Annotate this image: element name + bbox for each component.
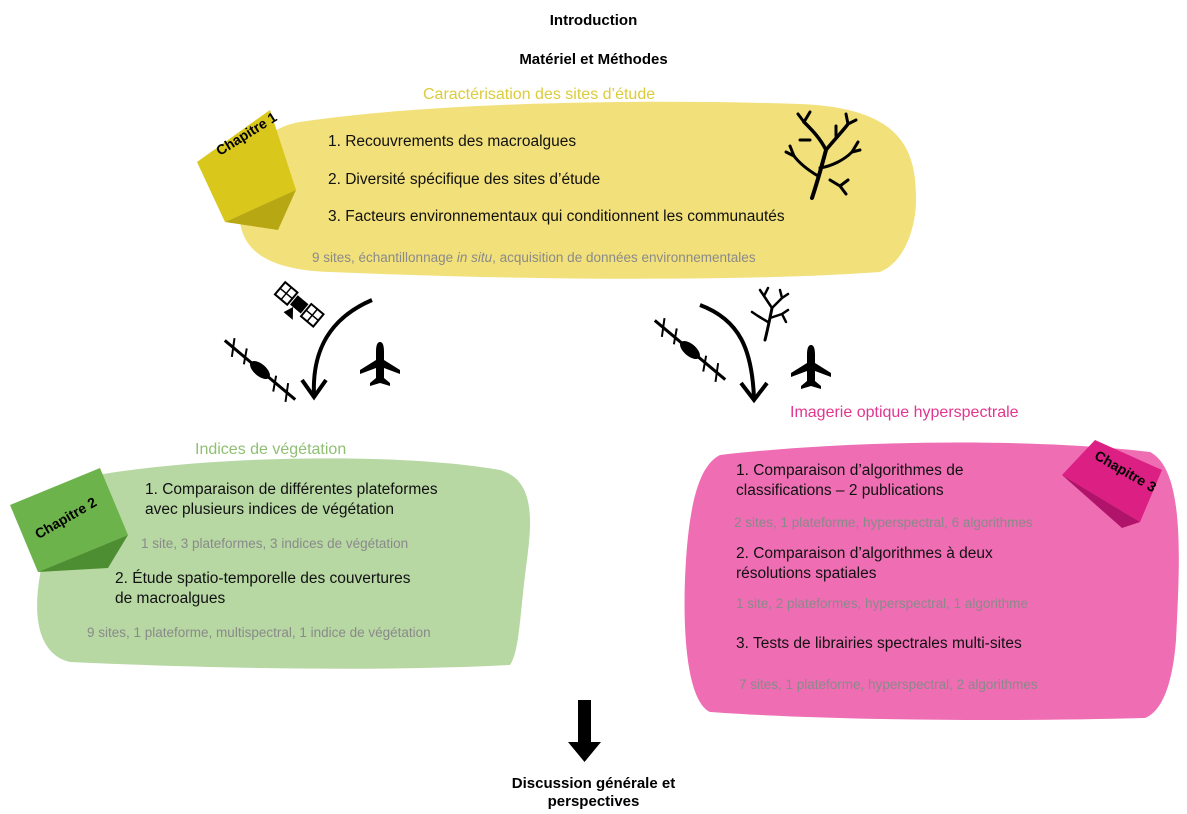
curved-arrow-left (311, 298, 373, 396)
seaweed-icon (784, 110, 862, 200)
intro-title: Introduction (549, 12, 638, 29)
chapter2-item-1: 1. Comparaison de différentes plateforme… (145, 481, 438, 518)
curved-arrow-right (699, 303, 756, 399)
methods-title: Matériel et Méthodes (519, 51, 668, 68)
chapter1-note: 9 sites, échantillonnage in situ, acquis… (312, 250, 756, 265)
satellite-icon (273, 280, 325, 328)
seaweed-small-icon (750, 286, 790, 342)
chapter1-item-3: 3. Facteurs environnementaux qui conditi… (328, 208, 785, 225)
chapter2-blob (37, 458, 531, 669)
chapter2-note-1: 1 site, 3 plateformes, 3 indices de végé… (141, 536, 409, 551)
chapter3-item-3: 3. Tests de librairies spectrales multi-… (736, 635, 1022, 652)
down-arrow-icon (568, 700, 601, 762)
chapter2-tab (10, 468, 128, 572)
chapter1-blob (239, 101, 917, 279)
chapter1-item-1: 1. Recouvrements des macroalgues (328, 133, 577, 150)
chapter3-note-2: 1 site, 2 plateformes, hyperspectral, 1 … (736, 596, 1028, 611)
chapter1-section-title: Caractérisation des sites d’étude (423, 86, 656, 103)
drone-icon (653, 318, 727, 382)
chapter2-section-title: Indices de végétation (195, 441, 347, 458)
chapter1-tab (197, 110, 296, 222)
chapter3-note-1: 2 sites, 1 plateforme, hyperspectral, 6 … (734, 515, 1033, 530)
chapter2-note-2: 9 sites, 1 plateforme, multispectral, 1 … (87, 625, 431, 640)
chapter3-note-3: 7 sites, 1 plateforme, hyperspectral, 2 … (739, 677, 1038, 692)
airplane-icon (360, 342, 400, 386)
airplane-icon (791, 345, 831, 389)
chapter3-section-title: Imagerie optique hyperspectrale (790, 404, 1019, 421)
chapter1-item-2: 2. Diversité spécifique des sites d’étud… (328, 171, 601, 188)
drone-icon (223, 338, 297, 402)
chapter3-blob (684, 442, 1179, 720)
chapter3-tab (1062, 440, 1162, 522)
chapter2-item-2: 2. Étude spatio-temporelle des couvertur… (115, 570, 411, 607)
